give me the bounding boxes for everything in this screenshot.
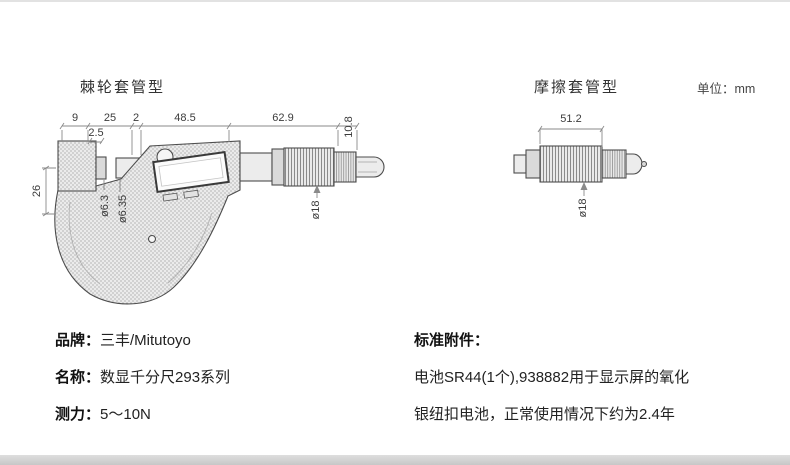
spec-brand: 品牌：三丰/Mitutoyo (55, 329, 191, 350)
dia18-arrow (313, 185, 321, 193)
thimble (283, 147, 335, 187)
dim-26-line (42, 165, 56, 217)
accessories-line2-row: 银纽扣电池，正常使用情况下约为2.4年 (414, 403, 675, 424)
ratchet-type-drawing (54, 140, 385, 305)
sleeve-step (271, 148, 285, 186)
end-cap-lines (358, 161, 377, 173)
sleeve-stub (513, 154, 527, 174)
sleeve-barrel (239, 152, 273, 182)
extension-lines (61, 130, 358, 155)
dim-dia6-35: ø6.35 (117, 195, 129, 223)
left-drawing-dimensions: 9 25 2 48.5 62.9 2.5 10.8 26 ø6.3 ø6.35 … (31, 112, 360, 223)
friction-thimble (539, 145, 603, 183)
dim-26: 26 (31, 185, 43, 197)
dim-dia18-right: ø18 (577, 199, 589, 218)
anvil-face (95, 156, 107, 180)
dim-51-2: 51.2 (560, 113, 581, 125)
friction-sleeve (601, 149, 627, 179)
left-diagram-title: 棘轮套管型 (80, 79, 166, 96)
dim-2: 2 (133, 112, 139, 124)
accessories-line1: 电池SR44(1个),938882用于显示屏的氧化 (414, 369, 690, 386)
friction-end-cap (625, 153, 643, 175)
name-label: 名称： (55, 369, 101, 386)
sleeve-ring (525, 149, 541, 179)
force-value: 5～10N (100, 406, 151, 423)
ratchet-end-cap (355, 156, 385, 178)
force-label: 测力： (55, 406, 101, 423)
top-divider (0, 0, 790, 2)
function-button (162, 192, 179, 202)
name-value: 数显千分尺293系列 (100, 369, 231, 386)
brand-label: 品牌： (55, 332, 101, 349)
accessories-line2: 银纽扣电池，正常使用情况下约为2.4年 (414, 406, 675, 423)
bottom-divider (0, 455, 790, 465)
frame-screw (147, 234, 157, 244)
dia18-arrow-right (580, 182, 588, 190)
ratchet-sleeve (333, 151, 357, 183)
dim-25: 25 (104, 112, 116, 124)
dim-dia6-3: ø6.3 (99, 195, 111, 217)
end-nub (640, 160, 648, 168)
dim-dia18: ø18 (310, 201, 322, 220)
unit-label: 单位：mm (697, 82, 756, 96)
right-drawing-dimensions: 51.2 ø18 (537, 113, 605, 218)
lcd-display-group (152, 151, 230, 202)
dim-51-2-lines (537, 125, 605, 147)
accessories-line1-row: 电池SR44(1个),938882用于显示屏的氧化 (414, 366, 689, 387)
frame-contour-line (167, 212, 213, 284)
dimension-ticks (59, 122, 360, 130)
friction-type-drawing (513, 145, 648, 183)
accessories-title: 标准附件： (414, 332, 490, 349)
anvil-arm (57, 140, 97, 192)
dim-10-8: 10.8 (343, 116, 355, 137)
dim-62-9: 62.9 (272, 112, 293, 124)
right-diagram-title: 摩擦套管型 (534, 79, 620, 96)
spec-force: 测力：5～10N (55, 403, 151, 424)
diameter-leader-lines (103, 178, 121, 192)
accessories-title-row: 标准附件： (414, 329, 489, 350)
spec-name: 名称：数显千分尺293系列 (55, 366, 230, 387)
zero-button (183, 189, 199, 199)
brand-value: 三丰/Mitutoyo (100, 332, 191, 349)
dim-48-5: 48.5 (174, 112, 195, 124)
dim-2-5-line (87, 137, 105, 145)
dim-2-5: 2.5 (88, 127, 103, 139)
lcd-screen (158, 157, 224, 187)
dim-9: 9 (72, 112, 78, 124)
frame-contour-line (68, 201, 101, 285)
